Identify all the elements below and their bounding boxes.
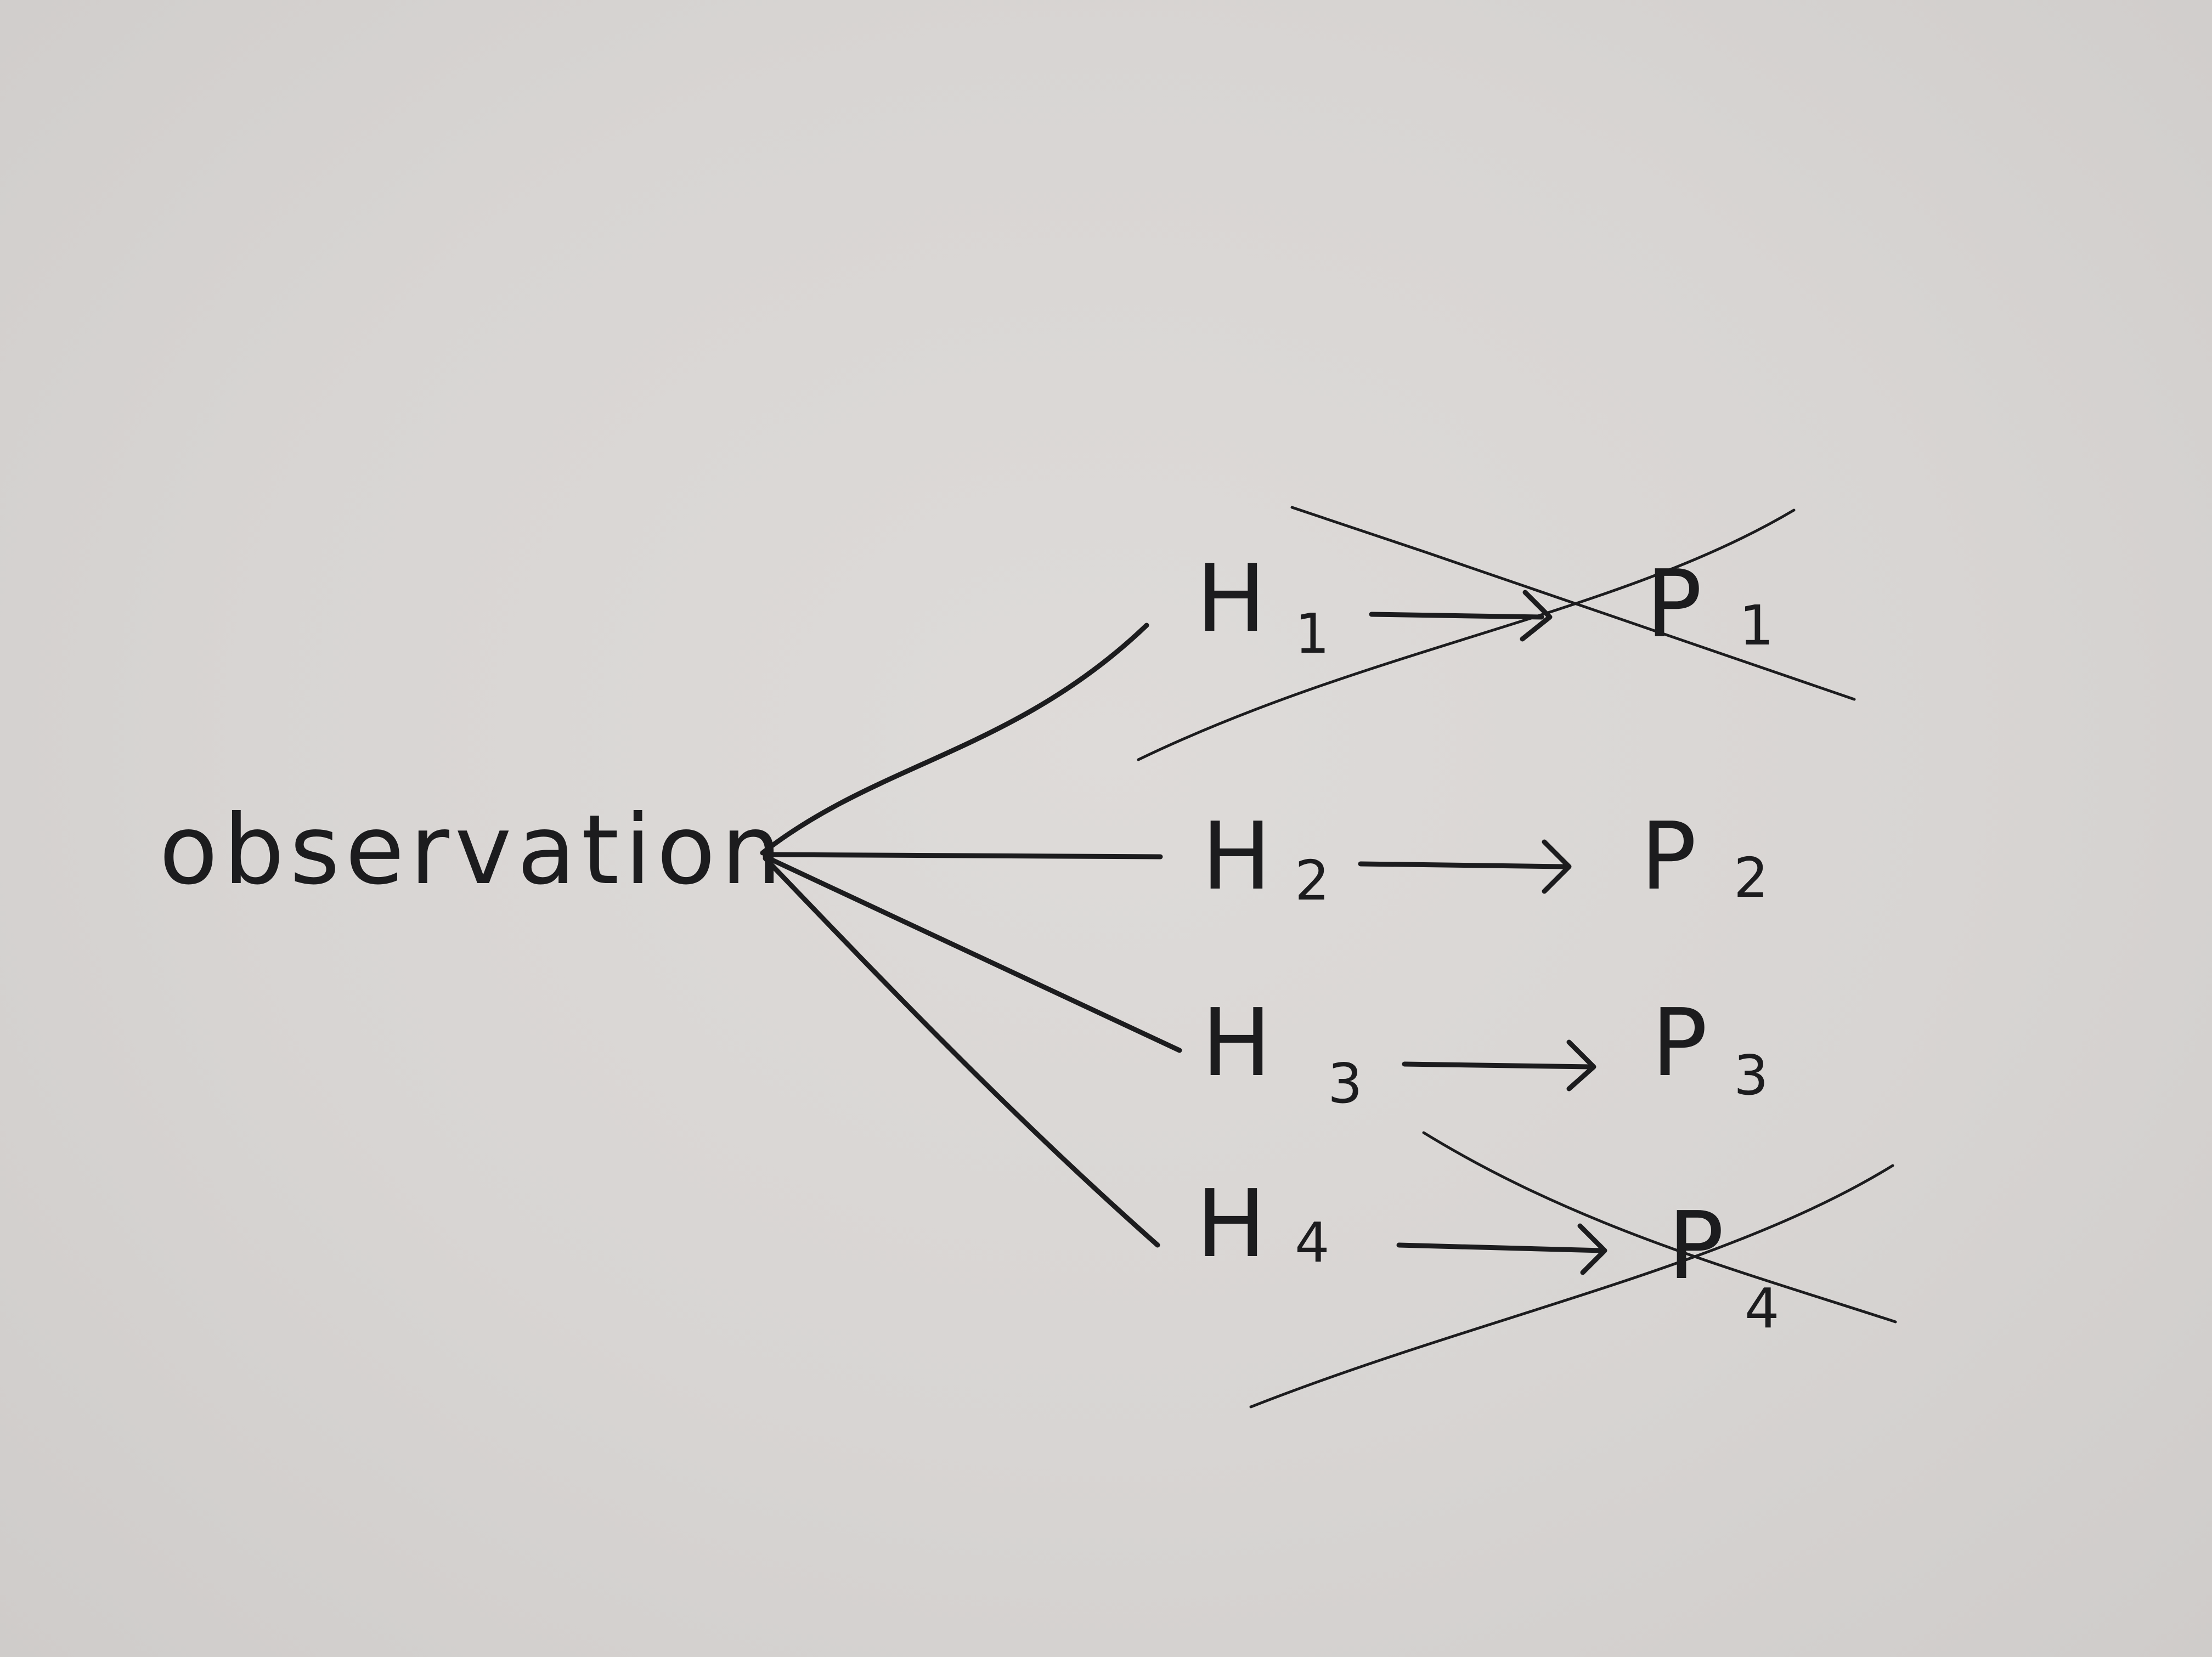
node-h2: H 2 bbox=[1201, 802, 1330, 913]
arrow-h1-p1 bbox=[1369, 590, 1553, 642]
strike-p4 bbox=[1249, 1131, 1897, 1409]
node-p4-letter: P bbox=[1668, 1192, 1724, 1300]
node-h4-subscript: 4 bbox=[1295, 1211, 1330, 1275]
node-p2-subscript: 2 bbox=[1734, 846, 1769, 910]
node-p3-letter: P bbox=[1651, 989, 1708, 1098]
node-p1-subscript: 1 bbox=[1739, 593, 1774, 658]
strike-p1 bbox=[1137, 506, 1856, 761]
node-p2-letter: P bbox=[1640, 802, 1697, 911]
node-p1: P 1 bbox=[1646, 550, 1774, 659]
node-p1-letter: P bbox=[1646, 550, 1702, 659]
node-h2-subscript: 2 bbox=[1295, 849, 1330, 913]
node-h3-letter: H bbox=[1201, 989, 1272, 1098]
node-h4: H 4 bbox=[1196, 1170, 1330, 1279]
node-p2: P 2 bbox=[1640, 802, 1769, 911]
edge-root-h2 bbox=[763, 852, 1163, 859]
node-h1: H 1 bbox=[1196, 545, 1330, 666]
node-h3-subscript: 3 bbox=[1328, 1051, 1363, 1116]
node-p3-subscript: 3 bbox=[1734, 1043, 1769, 1107]
root-label: observation bbox=[159, 795, 787, 906]
node-h4-letter: H bbox=[1196, 1170, 1266, 1279]
edge-root-h3 bbox=[763, 854, 1182, 1053]
node-p3: P 3 bbox=[1651, 989, 1769, 1107]
arrow-h4-p4 bbox=[1396, 1223, 1607, 1275]
node-h3: H 3 bbox=[1201, 989, 1363, 1116]
node-p4: P 4 bbox=[1668, 1192, 1780, 1341]
edge-root-h1 bbox=[760, 623, 1149, 856]
edge-root-h4 bbox=[763, 856, 1160, 1248]
arrow-h3-p3 bbox=[1402, 1039, 1596, 1092]
node-h2-letter: H bbox=[1201, 802, 1272, 911]
arrow-h2-p2 bbox=[1358, 839, 1572, 894]
node-p4-subscript: 4 bbox=[1745, 1276, 1780, 1341]
node-h1-subscript: 1 bbox=[1295, 602, 1330, 666]
node-h1-letter: H bbox=[1196, 545, 1266, 653]
